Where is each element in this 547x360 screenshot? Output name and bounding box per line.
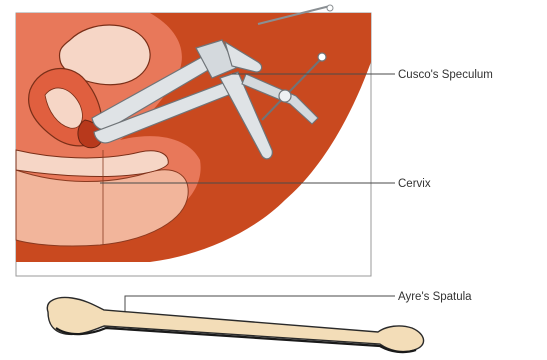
spatula-label: Ayre's Spatula bbox=[398, 291, 472, 303]
spatula-leader bbox=[125, 296, 395, 317]
ayres-spatula bbox=[47, 298, 423, 353]
cervix-label: Cervix bbox=[398, 178, 431, 190]
speculum-handle-tip bbox=[327, 5, 333, 11]
speculum-thumbscrew bbox=[318, 53, 326, 61]
speculum-screw-nut bbox=[279, 90, 291, 102]
spatula-body bbox=[47, 298, 423, 352]
speculum-label: Cusco's Speculum bbox=[398, 69, 493, 81]
